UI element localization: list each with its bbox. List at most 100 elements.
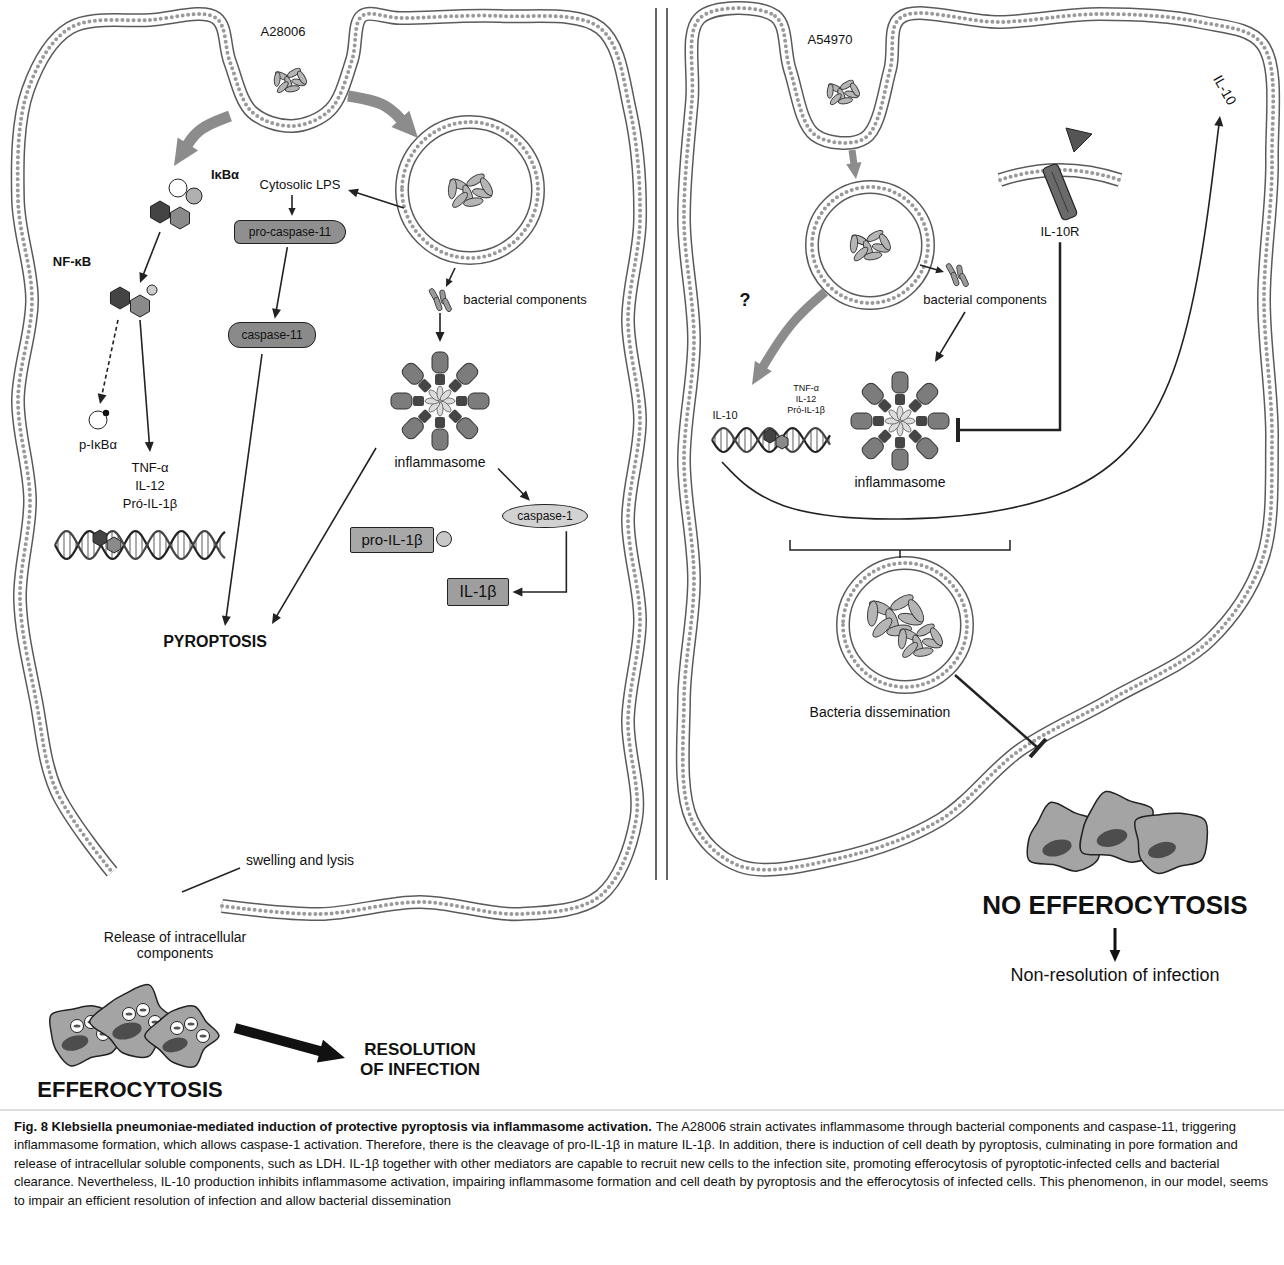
node-label: inflammasome (385, 454, 495, 471)
arrow-shaft (762, 292, 825, 369)
receptor-groove (1052, 171, 1068, 212)
bacterium (274, 72, 281, 87)
phagocyte-cluster (35, 976, 225, 1076)
bacterium (463, 196, 484, 207)
arrow-shaft (939, 312, 965, 355)
arrow-shaft (235, 1028, 324, 1052)
bacterium (905, 597, 926, 624)
membrane-band (683, 8, 1273, 870)
node-label: NO EFFEROCYTOSIS (982, 890, 1247, 921)
ikba-protein (186, 188, 202, 204)
cell-membrane (18, 14, 640, 914)
engulfed-bacterium (200, 1035, 207, 1038)
node-label: pro-caspase-11 (249, 225, 332, 239)
bacterium (864, 251, 883, 261)
receptor-symbol (1035, 161, 1085, 223)
inflammasome-complex: inflammasome (385, 349, 495, 471)
dna-rung (726, 429, 727, 450)
bacterial-fragment (959, 273, 969, 288)
inhibition-line (955, 675, 1038, 748)
arrow-head (935, 351, 944, 362)
connector-line (521, 531, 566, 592)
nlr-domain (432, 429, 448, 450)
connector-line (498, 469, 524, 495)
caption-rule (0, 1110, 1284, 1111)
phospho-ikba (89, 410, 109, 429)
bracket (790, 540, 1010, 558)
nfkb-subunit (764, 429, 776, 443)
gene-label: IL-10 (712, 409, 737, 422)
card-domain (899, 408, 913, 422)
bacterial-fragment (433, 297, 442, 312)
uptake-arrow (846, 150, 861, 179)
engulfed-bacterium (188, 1023, 195, 1026)
card-domain (439, 388, 453, 402)
bacterial-fragment (442, 298, 452, 313)
phagocytic-vacuole (71, 1020, 84, 1033)
connector-line (958, 242, 1060, 430)
arrow-head (348, 189, 359, 198)
cell-nucleus (161, 1035, 190, 1055)
dna-rung (129, 535, 130, 555)
nlr-domain (391, 393, 412, 409)
membrane-core (843, 563, 967, 687)
nlr-domain (468, 393, 489, 409)
secretion-arrow (722, 116, 1223, 519)
arrow-head (139, 272, 147, 283)
strain-label: A54970 (808, 33, 853, 48)
membrane-core (812, 187, 928, 303)
membrane-band (843, 563, 967, 687)
bacterium (838, 97, 853, 105)
phagocyte-cluster (1010, 779, 1220, 889)
inflammasome-subunit (435, 361, 480, 406)
dna-rung (792, 428, 793, 452)
pathway-arrow (436, 313, 445, 342)
receptor-chain (1042, 163, 1078, 221)
bacteria-cluster (850, 228, 893, 263)
caspase-box: caspase-11 (228, 322, 315, 348)
nfkb-subunit (107, 537, 121, 553)
pathway-arrow (140, 320, 154, 452)
arrow-head (752, 361, 772, 385)
arrow-shaft (143, 232, 160, 275)
dna-rung (750, 430, 751, 450)
pathway-arrow (98, 320, 118, 404)
arrow-shaft (439, 313, 441, 334)
bacterium (850, 235, 859, 254)
outcome-arrow (1110, 928, 1121, 962)
asc-domain (895, 394, 905, 405)
bacterial-components-icon (945, 263, 969, 288)
bacterium (913, 646, 934, 657)
inflammasome-complex: inflammasome (845, 369, 955, 491)
membrane-heads (402, 122, 538, 258)
asc-domain (435, 374, 445, 385)
process-label: Bacteria dissemination (810, 704, 951, 720)
gene-label: TNF-α (793, 383, 819, 393)
arrow-head (174, 138, 198, 166)
phagosome-membrane (402, 122, 538, 258)
membrane-band (812, 187, 928, 303)
dna-rung (207, 533, 208, 558)
arrow-shaft (102, 320, 118, 396)
component-label: bacterial components (923, 293, 1047, 308)
bacterium (866, 601, 878, 627)
bacterium (478, 176, 495, 197)
pathway-arrow (935, 312, 965, 362)
arrow-head (1214, 116, 1223, 126)
membrane-core (18, 14, 640, 914)
dna-rung (69, 533, 70, 558)
membrane-core (402, 122, 538, 258)
process-label: Release of intracellular components (93, 929, 258, 961)
phagocytic-vacuole (185, 1018, 198, 1031)
arrow-shaft (140, 320, 149, 444)
caption-title: Fig. 8 Klebsiella pneumoniae-mediated in… (14, 1119, 652, 1134)
efferocytosis-cells: NO EFFEROCYTOSIS (982, 779, 1247, 921)
connector (512, 531, 566, 596)
cell-nucleus (110, 1020, 143, 1043)
connector (958, 242, 1060, 442)
protein-domain (436, 531, 452, 547)
receptor: IL-10R (1035, 161, 1085, 240)
arrow-head (446, 278, 453, 287)
membrane-band (18, 14, 640, 914)
